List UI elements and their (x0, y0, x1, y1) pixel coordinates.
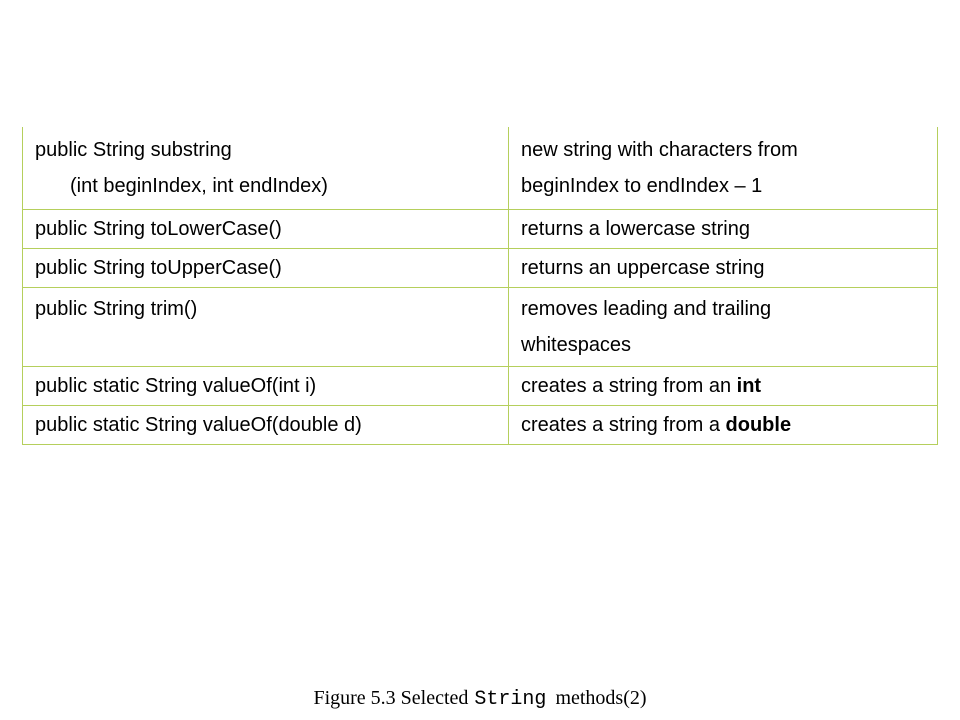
table-row: public String trim() removes leading and… (22, 287, 938, 367)
description-text: creates a string from an (521, 375, 737, 397)
method-signature: public String substring (35, 139, 232, 161)
method-cell: public String substring (int beginIndex,… (22, 127, 509, 210)
caption-code: String (474, 688, 547, 711)
description-cell: returns a lowercase string (508, 209, 938, 249)
table-row: public static String valueOf(double d) c… (22, 405, 938, 445)
description-cell: new string with characters from beginInd… (508, 127, 938, 210)
method-cell: public String toLowerCase() (22, 209, 509, 249)
description-text: returns an uppercase string (521, 257, 765, 279)
description-text: creates a string from a (521, 414, 726, 436)
description-line: whitespaces (521, 334, 632, 356)
figure-caption: Figure 5.3 Selected String methods(2) (0, 686, 960, 712)
description-cell: creates a string from a double (508, 405, 938, 445)
methods-table-container: public String substring (int beginIndex,… (22, 127, 938, 445)
method-signature: public String trim() (35, 298, 198, 320)
method-cell: public static String valueOf(double d) (22, 405, 509, 445)
table-row: public String toLowerCase() returns a lo… (22, 209, 938, 249)
method-signature: public static String valueOf(double d) (35, 414, 362, 436)
table-row: public String toUpperCase() returns an u… (22, 248, 938, 288)
description-line: removes leading and trailing (521, 298, 772, 320)
method-signature: public static String valueOf(int i) (35, 375, 317, 397)
description-line: beginIndex to endIndex – 1 (521, 175, 763, 197)
type-keyword: double (725, 414, 792, 436)
description-text: returns a lowercase string (521, 218, 750, 240)
table-row: public String substring (int beginIndex,… (22, 127, 938, 210)
method-signature: public String toUpperCase() (35, 257, 282, 279)
caption-prefix: Figure 5.3 Selected (313, 687, 474, 709)
table-row: public static String valueOf(int i) crea… (22, 366, 938, 406)
method-parameters: (int beginIndex, int endIndex) (70, 175, 328, 197)
description-cell: removes leading and trailing whitespaces (508, 287, 938, 367)
method-cell: public String toUpperCase() (22, 248, 509, 288)
method-signature: public String toLowerCase() (35, 218, 282, 240)
method-cell: public String trim() (22, 287, 509, 367)
string-methods-table: public String substring (int beginIndex,… (22, 127, 938, 445)
method-cell: public static String valueOf(int i) (22, 366, 509, 406)
description-cell: creates a string from an int (508, 366, 938, 406)
type-keyword: int (736, 375, 762, 397)
caption-suffix: methods(2) (550, 687, 647, 709)
description-cell: returns an uppercase string (508, 248, 938, 288)
description-line: new string with characters from (521, 139, 798, 161)
